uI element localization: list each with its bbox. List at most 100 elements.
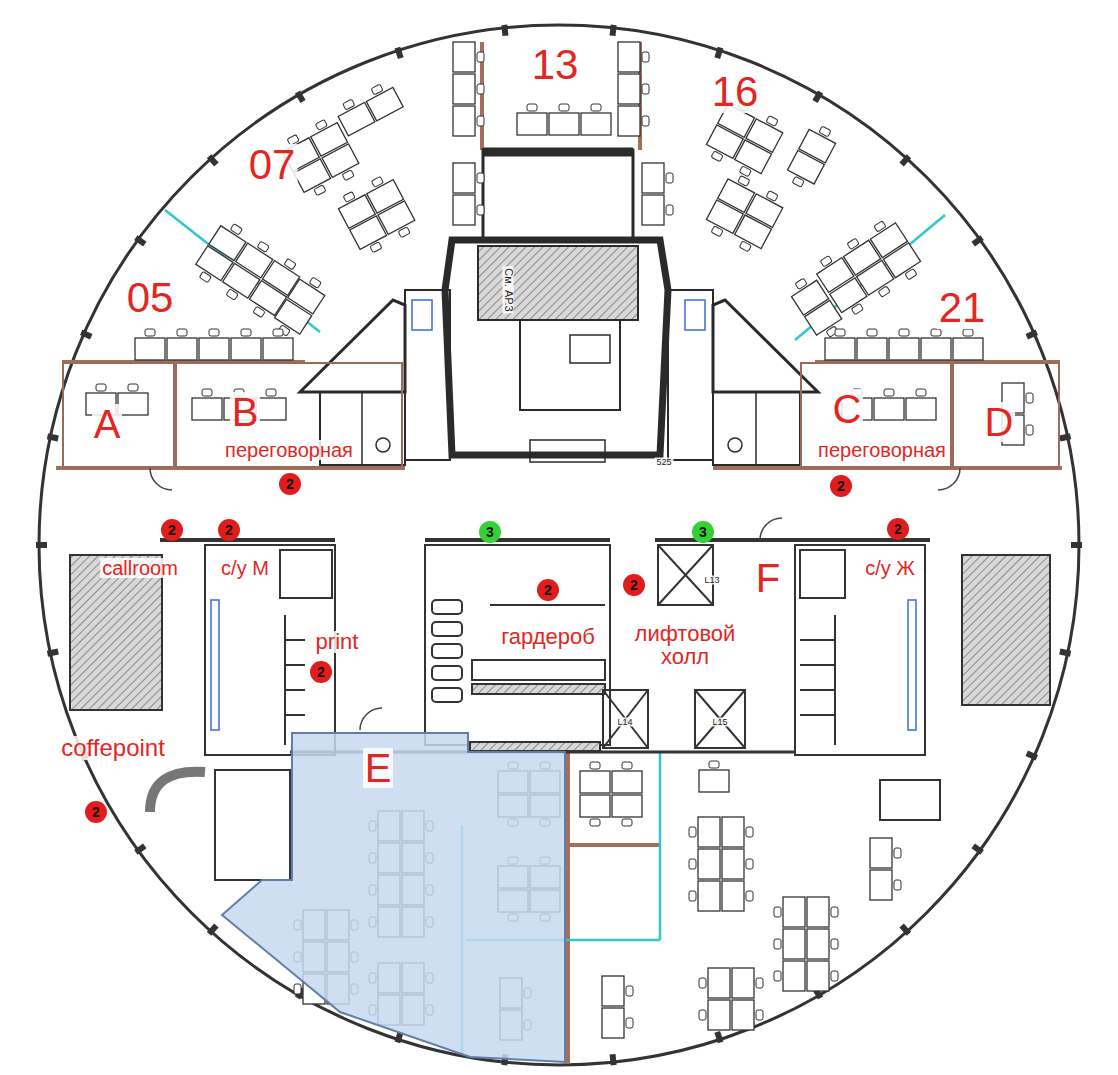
- chair: [819, 126, 831, 137]
- desk: [453, 195, 475, 225]
- callout-number: 2: [623, 574, 645, 596]
- desk: [698, 817, 720, 847]
- desk: [118, 393, 148, 415]
- chair: [477, 84, 484, 94]
- room-letter: E: [363, 748, 394, 788]
- desk: [722, 849, 744, 879]
- chair: [756, 978, 763, 988]
- desk: [453, 106, 475, 136]
- desk-cluster: [699, 968, 763, 1030]
- room-name: лифтовой холл: [621, 622, 750, 668]
- desk: [732, 1000, 754, 1030]
- desk: [708, 968, 730, 998]
- mullion: [717, 48, 720, 58]
- desk: [722, 881, 744, 911]
- desk-cluster: [825, 329, 983, 360]
- room-letter: B: [230, 392, 261, 432]
- desk: [735, 140, 772, 174]
- callout-number: 2: [537, 579, 559, 601]
- chair: [738, 176, 750, 187]
- desk-cluster: [618, 42, 649, 136]
- chair: [626, 1018, 633, 1028]
- desk: [921, 338, 951, 360]
- chair: [874, 221, 886, 232]
- desk: [602, 1008, 624, 1038]
- desk: [807, 897, 829, 927]
- chair: [642, 116, 649, 126]
- desk: [378, 201, 415, 235]
- desk: [698, 849, 720, 879]
- room: A: [62, 362, 175, 468]
- desk-cluster: [702, 171, 787, 257]
- room-letter: A: [92, 404, 123, 444]
- chair: [128, 384, 138, 391]
- chair: [371, 84, 383, 95]
- chair: [273, 329, 283, 336]
- chair: [477, 52, 484, 62]
- mullion: [298, 92, 304, 102]
- chair: [746, 827, 753, 837]
- chair: [253, 306, 265, 317]
- chair: [831, 939, 838, 949]
- room-name: переговорная: [816, 440, 948, 460]
- desk: [874, 398, 904, 420]
- chair: [622, 762, 632, 769]
- chair: [795, 278, 807, 289]
- chair: [894, 848, 901, 858]
- callout-number: 2: [887, 518, 909, 540]
- meeting-room: Cпереговорная: [800, 362, 952, 468]
- mullion: [613, 25, 614, 36]
- chair: [831, 907, 838, 917]
- mullion: [209, 156, 216, 164]
- chair: [622, 819, 632, 826]
- chair: [309, 277, 321, 288]
- chair: [266, 389, 276, 396]
- mullion: [136, 846, 145, 852]
- mullion: [47, 651, 58, 653]
- chair: [689, 859, 696, 869]
- chair: [590, 762, 600, 769]
- desk: [580, 771, 610, 793]
- callout-number: 2: [218, 519, 240, 541]
- desk: [618, 106, 640, 136]
- desk: [618, 42, 640, 72]
- chair: [371, 176, 383, 187]
- chair: [711, 151, 723, 162]
- desk: [783, 897, 805, 927]
- desk: [453, 74, 475, 104]
- chair: [774, 939, 781, 949]
- chair: [666, 205, 673, 215]
- mullion: [47, 436, 58, 438]
- desk: [807, 929, 829, 959]
- room-name: callroom: [100, 558, 180, 578]
- chair: [884, 389, 894, 396]
- mullion: [1071, 542, 1082, 548]
- mullion: [397, 48, 400, 58]
- desk: [618, 74, 640, 104]
- desk: [580, 795, 610, 817]
- desk: [722, 817, 744, 847]
- chair: [209, 329, 219, 336]
- chair: [709, 761, 719, 768]
- mullion: [81, 332, 91, 336]
- desk: [708, 1000, 730, 1030]
- desk-cluster: [783, 121, 840, 192]
- desk: [807, 961, 829, 991]
- desk: [453, 42, 475, 72]
- mullion: [973, 846, 982, 852]
- desk: [642, 163, 664, 193]
- chair: [666, 173, 673, 183]
- chair: [739, 166, 751, 177]
- callout-number: 2: [310, 661, 332, 683]
- chair: [894, 880, 901, 890]
- desk: [870, 838, 892, 868]
- lift-number: L14: [615, 718, 634, 727]
- chair: [689, 827, 696, 837]
- zone-fill: [222, 733, 565, 1062]
- chair: [642, 52, 649, 62]
- mullion: [504, 25, 505, 36]
- chair: [590, 819, 600, 826]
- chair: [774, 907, 781, 917]
- mullion: [1027, 753, 1037, 757]
- desk: [322, 144, 359, 178]
